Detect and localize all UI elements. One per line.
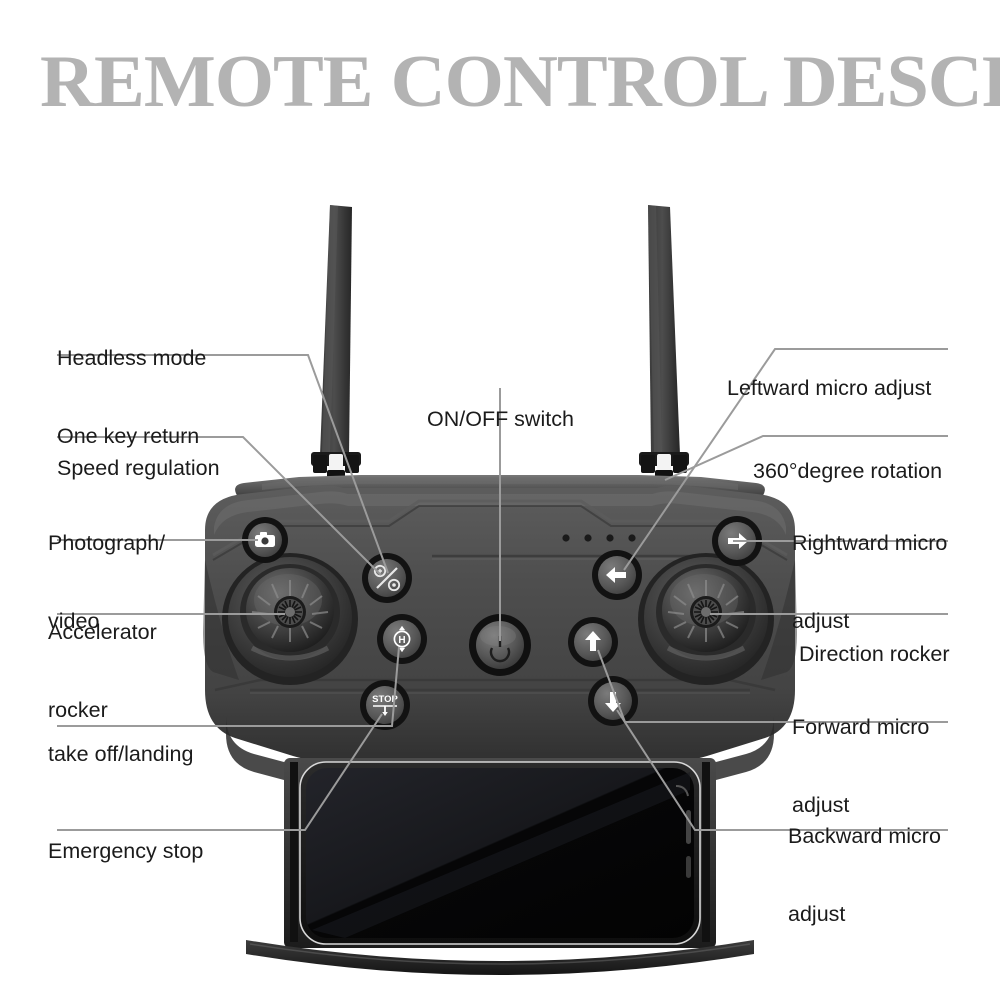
takeoff-landing-button[interactable]: H	[377, 614, 427, 664]
arrow-up-icon	[585, 631, 601, 651]
label-rightward-micro-adjust-line1: Rightward micro	[792, 531, 948, 555]
svg-text:H: H	[398, 635, 405, 646]
label-backward-micro-adjust-line2: adjust	[788, 902, 846, 926]
svg-text:STOP: STOP	[372, 694, 398, 705]
label-backward-micro-adjust-line1: Backward micro	[788, 824, 941, 848]
speed-regulation-button[interactable]	[362, 553, 412, 603]
label-backward-micro-adjust: Backward micro adjust	[788, 771, 941, 979]
label-emergency-stop: Emergency stop	[48, 786, 203, 916]
label-accelerator-rocker-line2: rocker	[48, 698, 108, 722]
page-title: REMOTE CONTROL DESCRIPTION	[40, 41, 1000, 123]
label-speed-regulation: Speed regulation	[57, 403, 220, 533]
antenna-left	[311, 205, 361, 478]
label-speed-regulation-line1: Speed regulation	[57, 456, 220, 480]
antenna-right	[639, 205, 689, 478]
label-emergency-stop-line1: Emergency stop	[48, 839, 204, 863]
emergency-stop-button[interactable]: STOP	[360, 680, 410, 730]
label-photograph-video: Photograph/ video	[48, 478, 165, 686]
controller-stand	[246, 940, 754, 975]
label-forward-micro-adjust-line1: Forward micro	[792, 715, 930, 739]
label-headless-mode-line1: Headless mode	[57, 346, 207, 370]
mounted-phone[interactable]	[299, 761, 701, 945]
label-headless-mode-line2: One key return	[57, 424, 200, 448]
label-direction-rocker-line1: Direction rocker	[799, 642, 950, 666]
label-rightward-micro-adjust-line2: adjust	[792, 609, 850, 633]
left-stick[interactable]	[222, 553, 358, 685]
label-headless-mode: Headless mode One key return	[57, 293, 206, 501]
altitude-hold-h-icon: H	[393, 626, 411, 652]
label-photograph-video-line2: video	[48, 609, 100, 633]
label-photograph-video-line1: Photograph/	[48, 531, 166, 555]
left-trim-button[interactable]	[592, 550, 642, 600]
label-forward-micro-adjust: Forward micro adjust	[792, 662, 929, 870]
label-rightward-micro-adjust: Rightward micro adjust	[792, 478, 947, 686]
label-forward-micro-adjust-line2: adjust	[792, 793, 850, 817]
label-accelerator-rocker-line1: Accelerator	[48, 620, 157, 644]
label-leftward-micro-adjust-line1: Leftward micro adjust	[727, 376, 932, 400]
right-stick[interactable]	[638, 553, 774, 685]
arrow-left-icon	[606, 567, 626, 583]
backward-trim-button[interactable]	[588, 676, 638, 726]
photo-video-button[interactable]	[242, 517, 288, 563]
forward-trim-button[interactable]	[568, 617, 618, 667]
label-on-off-switch-line1: ON/OFF switch	[427, 407, 574, 431]
label-takeoff-landing-line1: take off/landing	[48, 742, 194, 766]
label-direction-rocker: Direction rocker	[799, 589, 950, 719]
label-takeoff-landing: take off/landing	[48, 689, 193, 819]
label-on-off-switch: ON/OFF switch	[427, 354, 574, 484]
label-leftward-micro-adjust: Leftward micro adjust	[727, 323, 931, 453]
label-degree-rotation: 360°degree rotation	[753, 406, 942, 536]
power-button[interactable]	[469, 614, 531, 676]
label-degree-rotation-line1: 360°degree rotation	[753, 459, 943, 483]
label-accelerator-rocker: Accelerator rocker	[48, 567, 157, 775]
